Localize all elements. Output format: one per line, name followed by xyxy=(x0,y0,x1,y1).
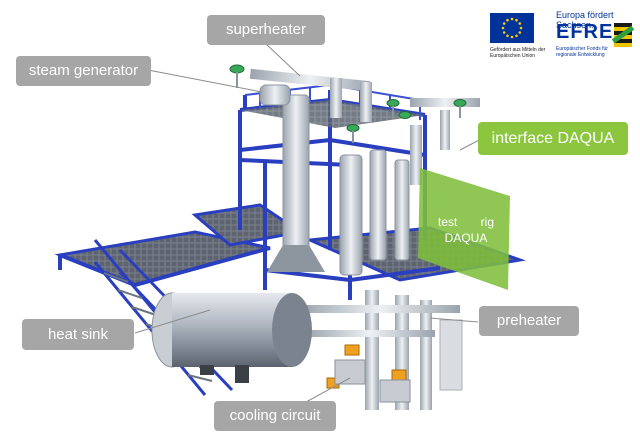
test-rig-panel xyxy=(418,168,510,290)
label-test-rig-daqua: test rig DAQUA xyxy=(438,215,495,245)
label-cooling-circuit: cooling circuit xyxy=(214,401,336,431)
efre-logo: Europa fördert Sachsen. EFRE Europäische… xyxy=(556,10,636,60)
eu-caption: Gefördert aus Mitteln der Europäischen U… xyxy=(490,47,546,59)
central-vessels xyxy=(339,110,450,276)
label-superheater: superheater xyxy=(207,15,325,45)
efre-caption: Europäischer Fonds für regionale Entwick… xyxy=(556,46,608,58)
leader-lines xyxy=(134,42,488,409)
label-heat-sink: heat sink xyxy=(22,319,134,350)
steam-generator-vessel xyxy=(259,84,325,272)
efre-wordmark: EFRE xyxy=(556,21,614,43)
efre-slogan: Europa fördert Sachsen. xyxy=(556,10,614,30)
label-steam-generator: steam generator xyxy=(16,56,151,86)
label-preheater: preheater xyxy=(479,306,579,336)
superheater-pipes xyxy=(249,68,480,122)
eu-flag-icon xyxy=(490,13,534,43)
valve-handwheels xyxy=(229,64,467,132)
eu-logo: Gefördert aus Mitteln der Europäischen U… xyxy=(490,13,550,65)
heat-sink-tank xyxy=(151,292,312,383)
label-interface-daqua: interface DAQUA xyxy=(478,122,628,155)
cooling-circuit-pumps xyxy=(326,344,411,403)
